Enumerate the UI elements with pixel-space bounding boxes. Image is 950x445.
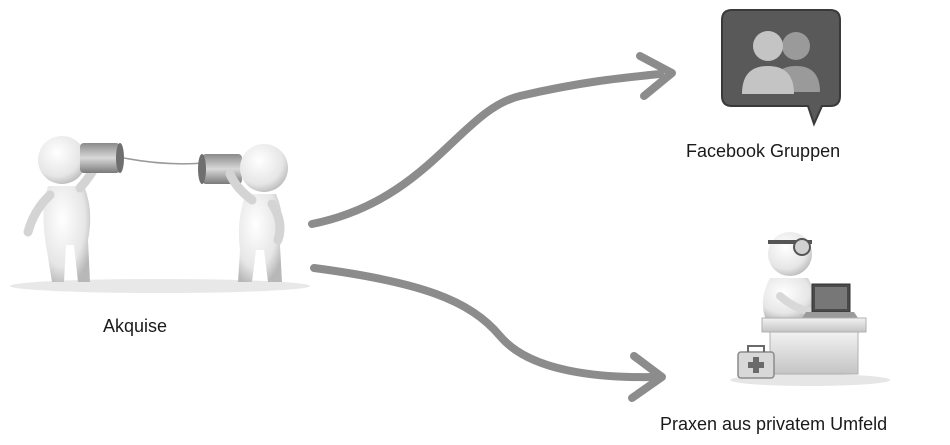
source-label: Akquise — [103, 316, 168, 336]
left-can — [80, 143, 124, 173]
target-label-praxen: Praxen aus privatem Umfeld — [660, 414, 888, 434]
target-label-facebook: Facebook Gruppen — [686, 141, 841, 161]
right-figure — [225, 144, 288, 282]
arrow-to-facebook — [308, 52, 676, 228]
tin-can-telephone-figures-icon — [10, 136, 310, 293]
arrow-to-praxen — [310, 264, 666, 402]
left-figure — [23, 136, 103, 282]
facebook-groups-icon — [721, 9, 841, 127]
string-line — [123, 157, 205, 165]
doctor-at-desk-icon — [730, 232, 890, 386]
